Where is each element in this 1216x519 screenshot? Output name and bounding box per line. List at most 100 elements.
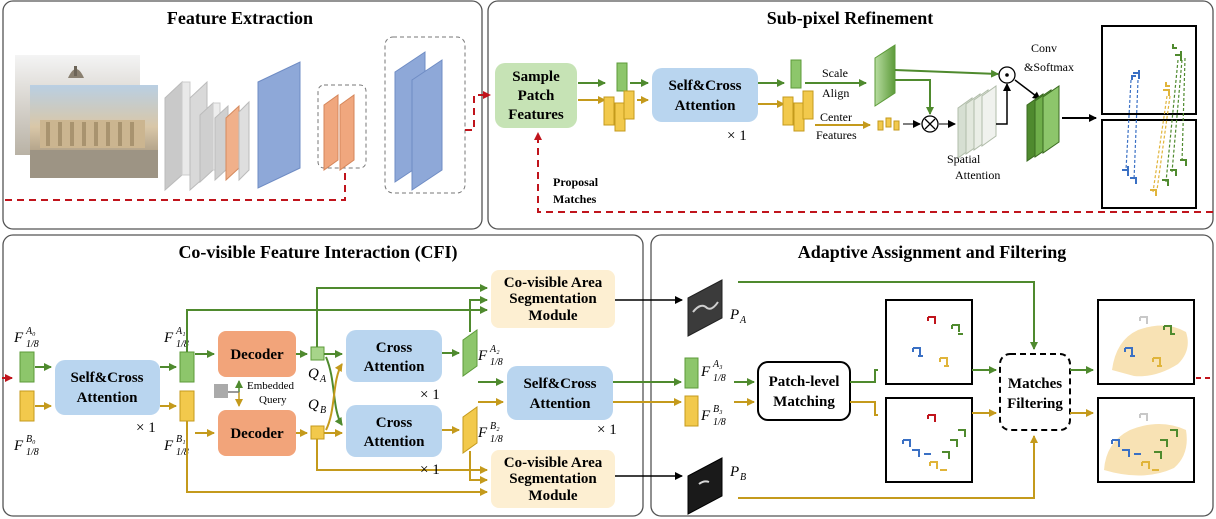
arrow-qb-cross-to-a: [325, 363, 343, 431]
panel-title-subpixel: Sub-pixel Refinement: [767, 8, 934, 28]
feature-a1: [179, 351, 195, 383]
cfi-selfcross2-label-2: Attention: [530, 396, 591, 412]
cross-b-label-2: Attention: [364, 434, 425, 450]
center-features-label-2: Features: [816, 128, 857, 142]
cross-attention-a-box[interactable]: [346, 330, 442, 382]
feature-a3: [684, 357, 699, 389]
embedded-label-2: Query: [259, 394, 287, 406]
panel-subpixel: [487, 0, 1214, 230]
filtered-output-a: [1097, 299, 1195, 385]
fine-feature-slab-1: [323, 94, 339, 171]
label-f-a0: F A₀ 1/8: [13, 326, 39, 350]
match-grid-a: [885, 299, 973, 385]
decoder-b-label: Decoder: [230, 426, 284, 442]
cfi-selfcross2-label-1: Self&Cross: [523, 376, 596, 392]
filtered-output-b: [1097, 397, 1195, 483]
feature-b2: [462, 406, 478, 454]
scale-align-label-2: Align: [822, 86, 849, 100]
feature-a2: [462, 329, 478, 377]
svg-text:1/8: 1/8: [26, 447, 39, 458]
cross-attention-b-box[interactable]: [346, 405, 442, 457]
proposal-label-1: Proposal: [553, 175, 599, 189]
cfi-selfcross2-box[interactable]: [507, 366, 613, 420]
coarse-feature-box: [384, 36, 466, 194]
encoder-layer-stack: [164, 80, 250, 192]
panel-title-aaf: Adaptive Assignment and Filtering: [798, 242, 1067, 262]
seg-a-label-1: Co-visible Area: [504, 275, 603, 291]
patch-label-2: Matching: [773, 394, 835, 410]
arrow-qa-to-seg-a: [316, 284, 488, 347]
patch-level-matching-box[interactable]: [757, 361, 851, 421]
arrow-a2-to-seg-a: [469, 296, 488, 332]
panel-cfi: [2, 234, 644, 517]
svg-text:A: A: [739, 315, 747, 326]
sample-patch-features-box[interactable]: [495, 63, 577, 128]
svg-text:B: B: [320, 405, 326, 416]
conv-softmax-label-2: &Softmax: [1024, 60, 1074, 74]
patch-features-green: [616, 62, 628, 92]
svg-text:B₀: B₀: [26, 434, 36, 445]
sp-out-yellow-features: [782, 90, 814, 132]
svg-text:B₁: B₁: [176, 434, 186, 445]
svg-text:A₂: A₂: [489, 344, 500, 355]
arrow-b1-to-seg-b: [186, 421, 488, 496]
svg-text:B₃: B₃: [713, 404, 723, 415]
arrow-b2-to-seg-b: [469, 451, 488, 484]
seg-a-label-3: Module: [528, 308, 578, 324]
seg-module-a-box[interactable]: [491, 270, 615, 328]
feature-b0: [19, 390, 35, 422]
spatial-attention-label-1: Spatial: [947, 152, 981, 166]
center-features-label-1: Center: [820, 110, 852, 124]
sp-selfcross-attention-box[interactable]: [652, 68, 758, 122]
conv-softmax-label-1: Conv: [1031, 41, 1057, 55]
match-grid-b: [885, 397, 973, 483]
arrow-pa-to-filter: [738, 281, 1038, 350]
label-qa: Q A: [308, 366, 327, 385]
svg-text:A₃: A₃: [712, 359, 723, 370]
sp-times-label: × 1: [727, 128, 747, 144]
encoder-blue-coarse: [257, 61, 301, 189]
seg-module-b-box[interactable]: [491, 450, 615, 508]
decoder-a-box[interactable]: [218, 331, 296, 377]
svg-text:A: A: [319, 374, 327, 385]
svg-text:1/8: 1/8: [713, 373, 726, 384]
coarse-feature-slab-2: [411, 59, 443, 191]
cfi-times-1: × 1: [136, 420, 156, 436]
svg-text:F: F: [163, 438, 174, 454]
decoder-b-box[interactable]: [218, 410, 296, 456]
feature-a0: [19, 351, 35, 383]
cross-a-label-2: Attention: [364, 359, 425, 375]
svg-text:1/8: 1/8: [176, 447, 189, 458]
feature-b3: [684, 395, 699, 427]
svg-text:P: P: [729, 464, 739, 480]
svg-text:B: B: [740, 472, 746, 483]
proposal-label-2: Matches: [553, 192, 597, 206]
svg-text:A₁: A₁: [175, 326, 186, 337]
cross-a-label-1: Cross: [376, 340, 413, 356]
seg-b-label-1: Co-visible Area: [504, 455, 603, 471]
matches-filtering-box[interactable]: [999, 353, 1071, 431]
svg-text:F: F: [477, 348, 488, 364]
embedded-query-token: [214, 384, 228, 398]
sample-label-3: Features: [508, 107, 564, 123]
seg-b-label-3: Module: [528, 488, 578, 504]
cfi-selfcross-label-2: Attention: [77, 390, 138, 406]
mask-pa-image: [687, 279, 723, 337]
cfi-selfcross-attention-box[interactable]: [55, 360, 160, 415]
mask-pb-image: [687, 457, 723, 515]
sample-label-1: Sample: [512, 69, 560, 85]
heatmap-stack: [1026, 85, 1060, 162]
cfi-times-4: × 1: [597, 422, 617, 438]
svg-text:F: F: [13, 438, 24, 454]
arrow-aligned-to-mult: [895, 79, 934, 115]
svg-text:1/8: 1/8: [490, 434, 503, 445]
svg-text:Q: Q: [308, 366, 319, 382]
spatial-attention-maps: [957, 85, 997, 159]
sp-out-green-feature: [790, 59, 802, 89]
label-f-b2: F B₂ 1/8: [477, 421, 503, 445]
red-dash-coarse-to-refine: [465, 91, 491, 131]
patch-label-1: Patch-level: [769, 374, 840, 390]
svg-text:P: P: [729, 307, 739, 323]
svg-text:B₂: B₂: [490, 421, 500, 432]
